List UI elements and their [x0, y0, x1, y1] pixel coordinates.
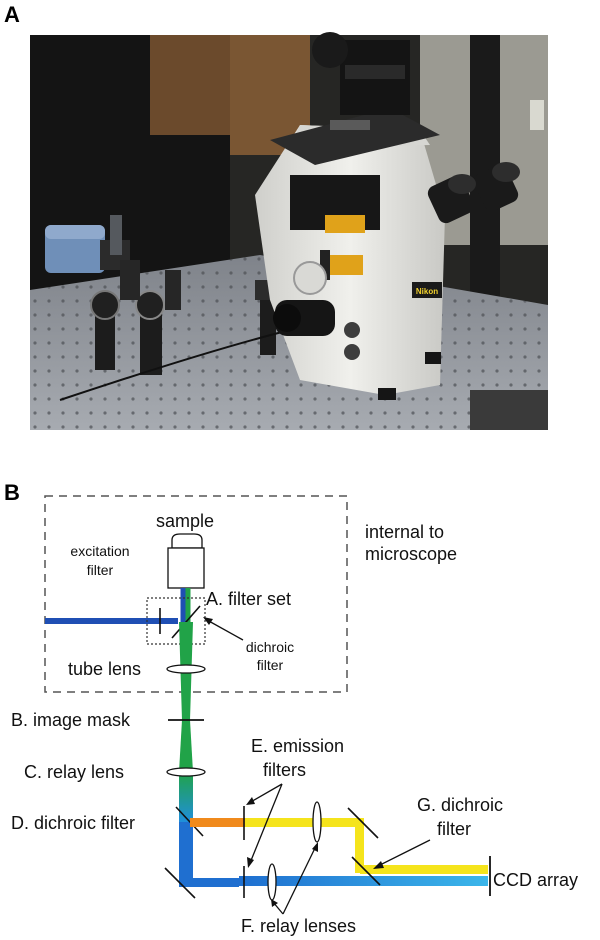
label-filter-set: A. filter set — [206, 589, 291, 609]
label-dichroic-d: D. dichroic filter — [11, 813, 135, 833]
label-dichroic-small-1: dichroic — [246, 639, 294, 655]
optical-diagram: sample excitation filter A. filter set d… — [11, 495, 578, 936]
label-relay-lens: C. relay lens — [24, 762, 124, 782]
dichroic-filter-g — [351, 856, 381, 886]
brand-badge — [412, 282, 442, 298]
panel-b-letter: B — [4, 480, 20, 505]
label-image-mask: B. image mask — [11, 710, 131, 730]
warning-label-1 — [325, 215, 365, 233]
warning-label-2 — [328, 255, 363, 275]
objective-top — [171, 533, 203, 549]
label-relay-lenses-f: F. relay lenses — [241, 916, 356, 936]
brand-text: Nikon — [416, 287, 438, 296]
reflected-beam-orange — [190, 818, 245, 827]
emission-beam-lower — [179, 772, 193, 822]
label-emission-1: E. emission — [251, 736, 344, 756]
relay-lens-c — [166, 767, 206, 777]
relay-lens-f-upper — [312, 801, 322, 843]
transmitted-beam-blue — [179, 878, 239, 887]
tube-lens — [166, 664, 206, 674]
label-excitation-1: excitation — [70, 543, 129, 559]
emission-beam-middle — [179, 720, 193, 772]
relay-lens-f-lower — [267, 863, 277, 901]
microscope-boundary — [44, 495, 348, 693]
mirror-upper-right — [347, 807, 379, 839]
label-dichroic-g-1: G. dichroic — [417, 795, 503, 815]
reflected-beam-yellow — [245, 818, 363, 827]
label-internal-1: internal to — [365, 522, 444, 542]
label-excitation-2: filter — [87, 562, 114, 578]
label-internal-2: microscope — [365, 544, 457, 564]
panel-a-letter: A — [4, 2, 20, 27]
microscope-stage — [270, 108, 440, 165]
label-sample: sample — [156, 511, 214, 531]
label-dichroic-g-2: filter — [437, 819, 471, 839]
microscope-photo: Nikon — [30, 32, 548, 430]
side-port — [293, 261, 327, 295]
label-emission-2: filters — [263, 760, 306, 780]
eyepieces — [427, 162, 520, 224]
filter-set-box — [146, 597, 206, 645]
label-tube-lens: tube lens — [68, 659, 141, 679]
objective-lens — [167, 547, 205, 589]
label-dichroic-small-2: filter — [257, 657, 284, 673]
mirror-lower-left — [164, 867, 196, 899]
transmitted-beam-cyan — [239, 876, 488, 886]
label-ccd: CCD array — [493, 870, 578, 890]
dichroic-filter-d — [175, 806, 204, 837]
